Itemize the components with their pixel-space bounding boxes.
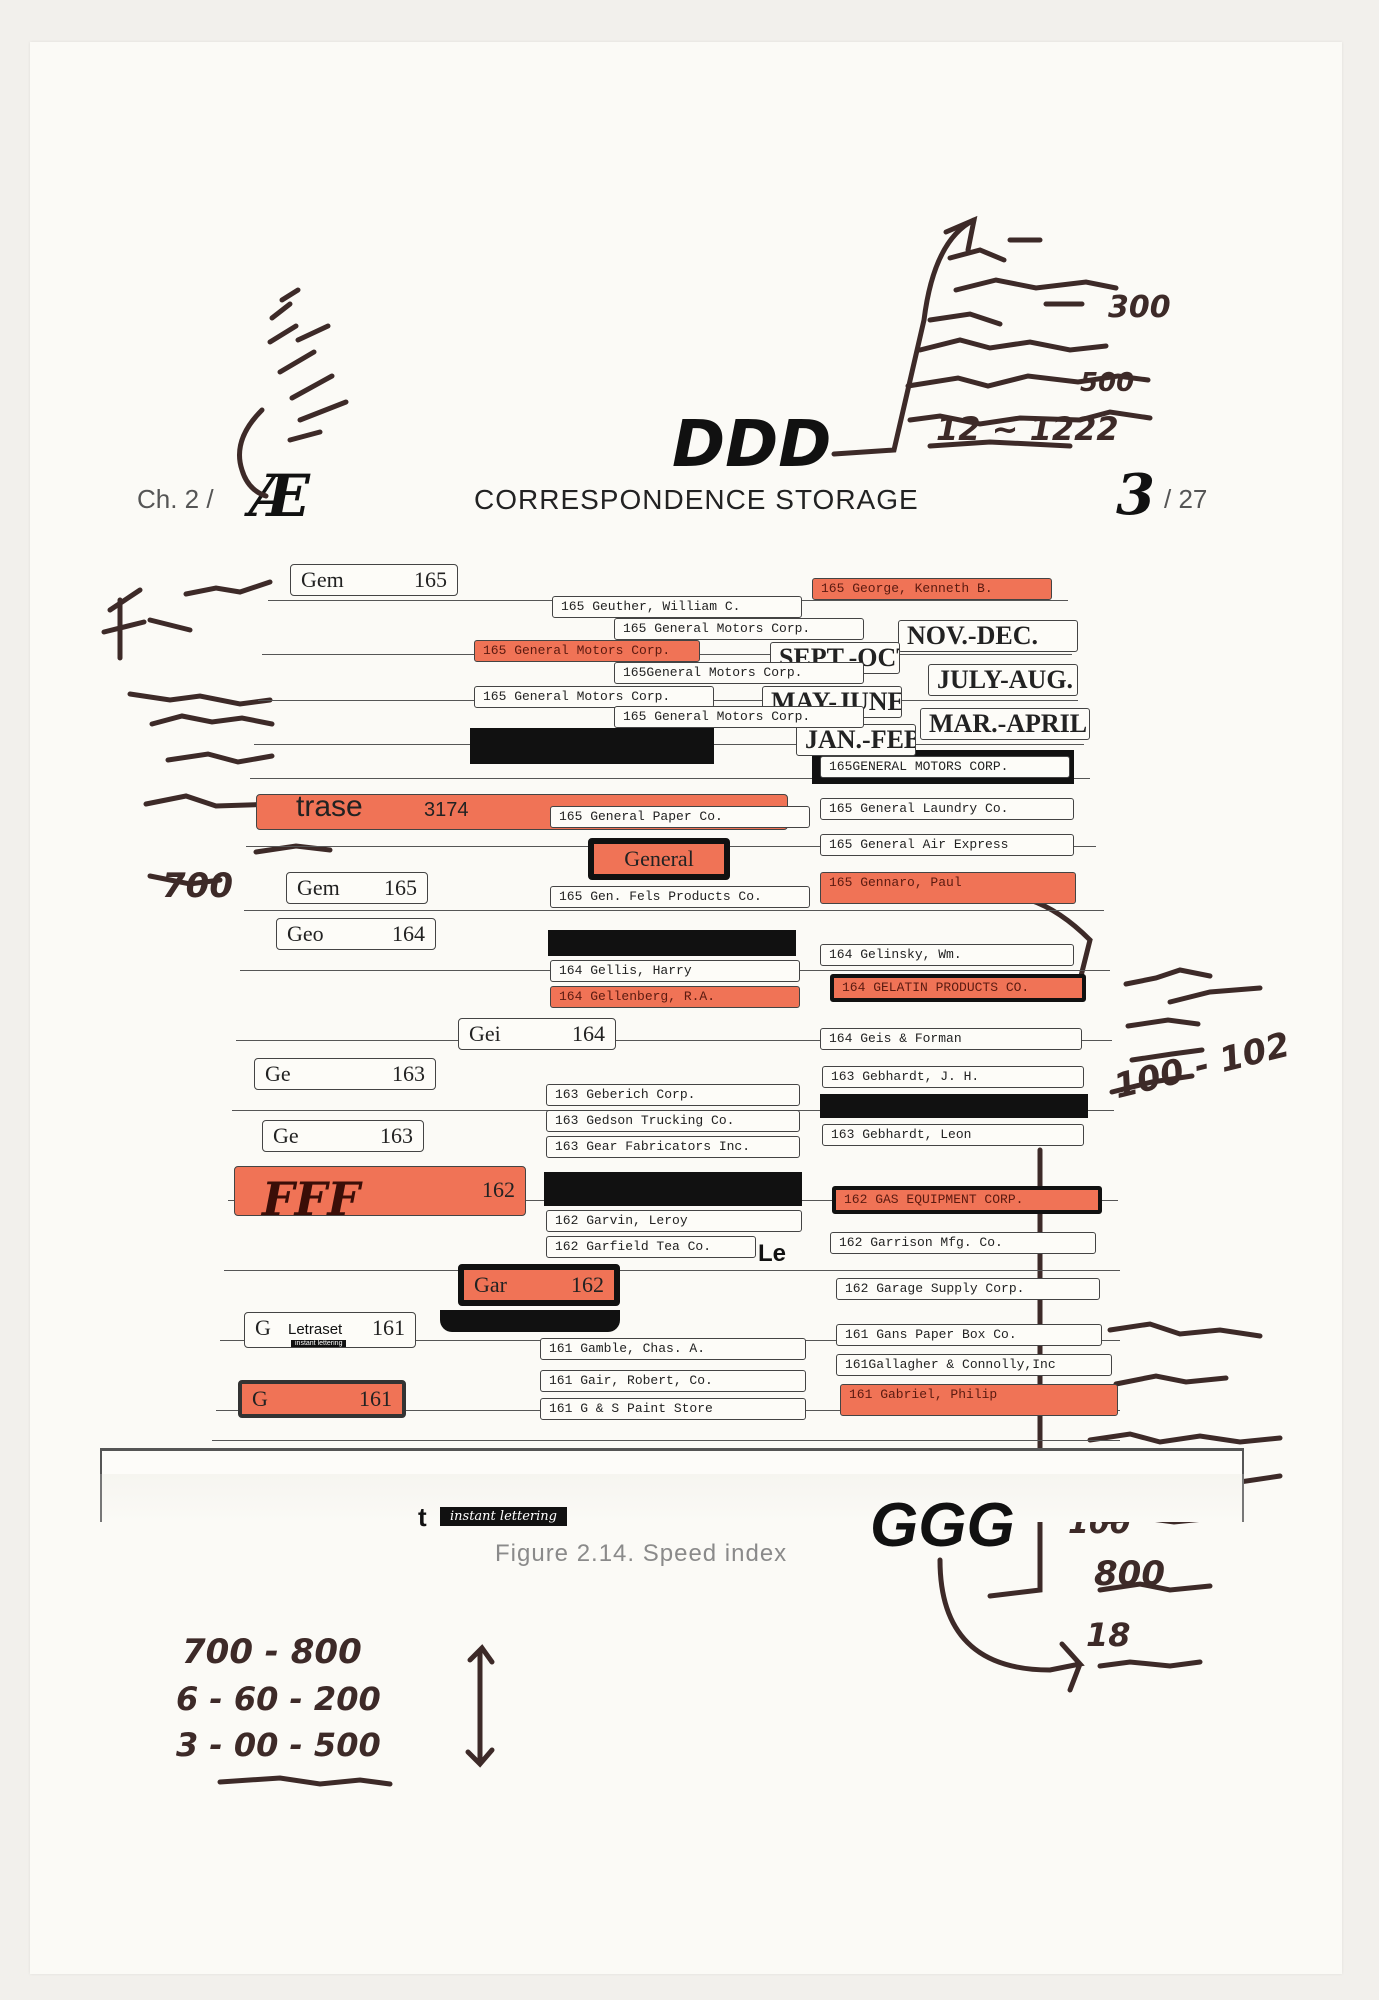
card-gen-fels[interactable]: 165 Gen. Fels Products Co. <box>550 886 810 908</box>
paper-sheet <box>30 42 1342 1974</box>
card-gm[interactable]: 165 General Motors Corp. <box>474 686 714 708</box>
card-garage-supply[interactable]: 162 Garage Supply Corp. <box>836 1278 1100 1300</box>
card-gebhardt-leon[interactable]: 163 Gebhardt, Leon <box>822 1124 1084 1146</box>
guide-line <box>212 1440 1120 1441</box>
black-bar <box>544 1172 802 1206</box>
guide-line <box>244 910 1104 911</box>
card-gabriel[interactable]: 161 Gabriel, Philip <box>840 1384 1118 1416</box>
card-gm-orange[interactable]: 165 General Motors Corp. <box>474 640 700 662</box>
letraset-sublabel: instant lettering <box>291 1340 347 1347</box>
card-gear-fab[interactable]: 163 Gear Fabricators Inc. <box>546 1136 800 1158</box>
card-gm[interactable]: 165 General Motors Corp. <box>614 706 864 728</box>
card-gebhardt-jh[interactable]: 163 Gebhardt, J. H. <box>822 1066 1084 1088</box>
card-gm-caps[interactable]: 165GENERAL MOTORS CORP. <box>820 756 1070 778</box>
black-bar <box>548 930 796 956</box>
trase-number: 3174 <box>424 799 469 821</box>
page-number: 3 <box>1116 462 1155 528</box>
le-mark: Le <box>758 1240 787 1267</box>
fff-mark: FFF <box>262 1172 360 1226</box>
card-general-laundry[interactable]: 165 General Laundry Co. <box>820 798 1074 820</box>
card-gelinsky[interactable]: 164 Gelinsky, Wm. <box>820 944 1074 966</box>
tab-general[interactable]: General <box>588 838 730 880</box>
hand-bottom-1: 700 - 800 <box>182 1632 362 1672</box>
card-general-air[interactable]: 165 General Air Express <box>820 834 1074 856</box>
figure-caption: Figure 2.14. Speed index <box>495 1540 788 1567</box>
card-gellis[interactable]: 164 Gellis, Harry <box>550 960 800 982</box>
chapter-label: Ch. 2 / <box>137 484 214 514</box>
guide-line <box>250 778 1090 779</box>
hand-500: 500 <box>1080 368 1135 398</box>
tab-fff[interactable]: 162 <box>234 1166 526 1216</box>
letraset-label: Letraset <box>288 1321 343 1338</box>
hand-18: 18 <box>1086 1616 1131 1654</box>
t-mark: t <box>418 1502 427 1532</box>
card-gair[interactable]: 161 Gair, Robert, Co. <box>540 1370 806 1392</box>
card-gennaro[interactable]: 165 Gennaro, Paul <box>820 872 1076 904</box>
card-geuther[interactable]: 165 Geuther, William C. <box>552 596 802 618</box>
card-gedson[interactable]: 163 Gedson Trucking Co. <box>546 1110 800 1132</box>
card-garfield[interactable]: 162 Garfield Tea Co. <box>546 1236 756 1258</box>
hand-800: 800 <box>1094 1554 1165 1594</box>
card-gamble[interactable]: 161 Gamble, Chas. A. <box>540 1338 806 1360</box>
card-garvin[interactable]: 162 Garvin, Leroy <box>546 1210 802 1232</box>
instant-lettering-label: instant lettering <box>440 1507 567 1526</box>
hand-700: 700 <box>162 866 233 906</box>
page-total: / 27 <box>1164 484 1208 514</box>
card-geis[interactable]: 164 Geis & Forman <box>820 1028 1082 1050</box>
card-g-s-paint[interactable]: 161 G & S Paint Store <box>540 1398 806 1420</box>
guide-line <box>224 1270 1120 1271</box>
hand-300: 300 <box>1108 290 1171 325</box>
card-gallagher[interactable]: 161Gallagher & Connolly,Inc <box>836 1354 1112 1376</box>
month-july-aug[interactable]: JULY-AUG. <box>928 664 1078 696</box>
hand-bottom-2: 6 - 60 - 200 <box>176 1680 381 1718</box>
black-bar <box>820 1094 1088 1118</box>
guide-line <box>236 1040 1112 1041</box>
hand-bottom-3: 3 - 00 - 500 <box>176 1726 381 1764</box>
card-gm[interactable]: 165General Motors Corp. <box>614 662 864 684</box>
card-gans[interactable]: 161 Gans Paper Box Co. <box>836 1324 1102 1346</box>
month-jan-feb[interactable]: JAN.-FEB. <box>796 724 916 756</box>
ddd-mark: DDD <box>672 408 832 482</box>
trase-label: trase <box>296 790 363 823</box>
month-nov-dec[interactable]: NOV.-DEC. <box>898 620 1078 652</box>
card-gellenberg[interactable]: 164 Gellenberg, R.A. <box>550 986 800 1008</box>
page-title: CORRESPONDENCE STORAGE <box>474 484 919 515</box>
card-gas-equip[interactable]: 162 GAS EQUIPMENT CORP. <box>832 1186 1102 1214</box>
card-general-paper[interactable]: 165 General Paper Co. <box>550 806 810 828</box>
card-garrison[interactable]: 162 Garrison Mfg. Co. <box>830 1232 1096 1254</box>
gar-tab-base <box>440 1310 620 1332</box>
month-mar-april[interactable]: MAR.-APRIL <box>920 708 1090 740</box>
ggg-mark: GGG <box>870 1491 1015 1560</box>
hand-1222: 12 ~ 1222 <box>936 410 1119 448</box>
black-bar <box>470 728 714 764</box>
card-george[interactable]: 165 George, Kenneth B. <box>812 578 1052 600</box>
card-geberich[interactable]: 163 Geberich Corp. <box>546 1084 800 1106</box>
card-gm[interactable]: 165 General Motors Corp. <box>614 618 864 640</box>
drawer-body <box>100 1474 1244 1522</box>
card-gelatin[interactable]: 164 GELATIN PRODUCTS CO. <box>830 974 1086 1002</box>
